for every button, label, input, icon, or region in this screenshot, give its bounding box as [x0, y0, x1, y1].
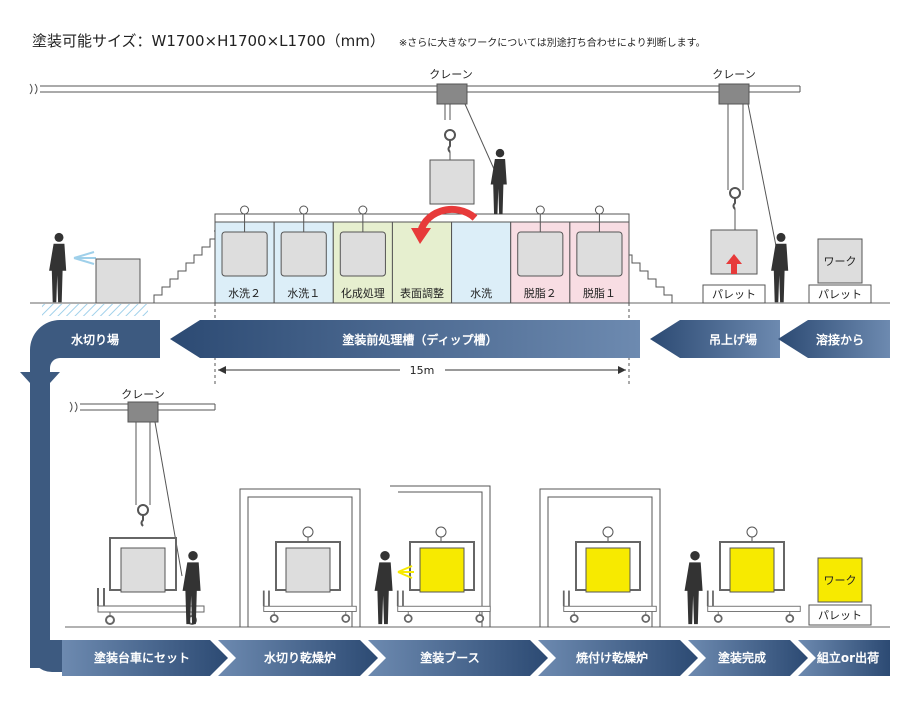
drain-area-hatch [42, 304, 148, 316]
station-cart-set [97, 537, 205, 625]
worker-drain-icon [49, 232, 67, 303]
welding-pallet [808, 284, 872, 304]
flow-step-2: 水切り乾燥炉 [264, 650, 336, 665]
worker-paint-icon [374, 550, 393, 625]
flow-step-6: 組立or出荷 [817, 650, 879, 665]
water-spray-icon [73, 251, 96, 265]
flow-step-5: 塗装完成 [718, 650, 766, 665]
lift-pallet [702, 284, 766, 304]
pallet-label-bottom: パレット [818, 609, 862, 622]
flow-step-1: 塗装台車にセット [94, 650, 190, 665]
crane-label-2: クレーン [712, 68, 755, 81]
work-label-bottom: ワーク [824, 574, 857, 587]
worker-complete-icon [684, 550, 703, 625]
work-label-top: ワーク [824, 255, 857, 268]
rotate-arrowhead-icon [411, 228, 431, 244]
station-paint-booth [390, 485, 492, 627]
dimension-label: 15m [410, 364, 435, 377]
tank-label: 水洗１ [287, 287, 320, 300]
flow-dip-tank: 塗装前処理槽（ディップ槽） [342, 332, 497, 347]
dip-tank: 水洗１ [273, 205, 334, 304]
dip-tank: 脱脂２ [510, 205, 571, 304]
worker-lift-icon [771, 232, 789, 303]
dip-tank: 水洗２ [214, 205, 275, 304]
tank-label: 水洗２ [228, 287, 261, 300]
pallet-label-lift: パレット [712, 288, 756, 301]
stairs-left-icon [153, 230, 219, 303]
flow-step-3: 塗装ブース [420, 650, 479, 665]
final-work-box [817, 557, 863, 603]
flow-bottom [30, 640, 890, 676]
note-text: ※さらに大きなワークについては別途打ち合わせにより判断します。 [398, 38, 706, 49]
station-complete [706, 526, 802, 623]
dip-tank: 水洗 [451, 221, 512, 304]
crane-label-3: クレーン [121, 388, 164, 401]
drain-work-box [95, 258, 141, 304]
lift-up-arrow-icon [726, 254, 742, 274]
crane-1 [429, 83, 499, 205]
welding-work-box [817, 238, 863, 284]
worker-crane-icon [490, 148, 507, 215]
crane-rail-top [29, 83, 801, 95]
pallet-label-welding: パレット [818, 288, 862, 301]
size-text: 塗装可能サイズ：W1700×H1700×L1700（mm） [32, 32, 385, 50]
dip-tank: 脱脂１ [569, 205, 630, 304]
paintable-size-title: 塗装可能サイズ：W1700×H1700×L1700（mm） ※さらに大きなワークに… [32, 30, 706, 51]
station-bake-oven [539, 488, 661, 627]
tank-label: 表面調整 [400, 286, 444, 300]
flow-drain-area: 水切り場 [71, 332, 119, 347]
flow-top [20, 320, 890, 668]
crane-2 [710, 83, 779, 275]
dim-arrow-right-icon [618, 366, 626, 374]
tank-label: 脱脂１ [583, 286, 616, 300]
dim-arrow-left-icon [218, 366, 226, 374]
dip-tank: 化成処理 [332, 205, 393, 304]
tank-label: 化成処理 [341, 286, 385, 300]
tank-label: 脱脂２ [524, 286, 557, 300]
crane-label-1: クレーン [429, 68, 472, 81]
final-pallet [808, 604, 872, 626]
crane-rail-bottom [69, 401, 216, 577]
flow-lift-area: 吊上げ場 [709, 332, 757, 347]
dip-tanks: 水洗２ 水洗１ 化成処理 表面調整 水洗 脱脂２ 脱脂１ [214, 205, 630, 304]
station-drain-dry-oven [239, 488, 361, 627]
flow-from-welding: 溶接から [816, 332, 864, 347]
flow-step-4: 焼付け乾燥炉 [576, 650, 648, 665]
tank-label: 水洗 [470, 287, 492, 300]
